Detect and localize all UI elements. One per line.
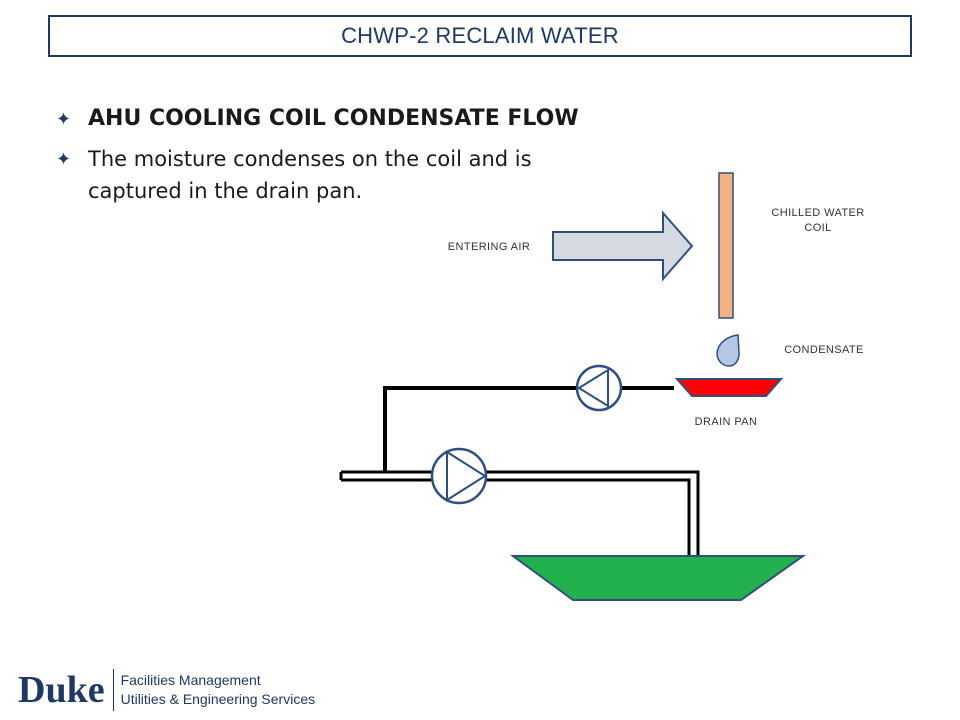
- footer: Duke Facilities Management Utilities & E…: [18, 668, 315, 712]
- header-title-box: CHWP-2 RECLAIM WATER: [48, 15, 912, 57]
- chilled-water-coil: [718, 172, 734, 319]
- pump-icon: [430, 447, 488, 505]
- footer-line-2: Utilities & Engineering Services: [120, 691, 316, 707]
- entering-air-arrow-icon: [552, 210, 694, 282]
- footer-line-1: Facilities Management: [120, 672, 261, 688]
- bullet-text-heading: AHU COOLING COIL CONDENSATE FLOW: [88, 106, 579, 131]
- condensate-label: CONDENSATE: [784, 344, 864, 356]
- drain-pan: [674, 378, 784, 397]
- main-pipe-outer: [341, 470, 700, 558]
- chilled-water-coil-label-line1: CHILLED WATER: [771, 207, 865, 219]
- bullet-list: ✦ AHU COOLING COIL CONDENSATE FLOW ✦ The…: [52, 103, 612, 213]
- bullet-item: ✦ The moisture condenses on the coil and…: [52, 143, 612, 207]
- pump-icon: [575, 364, 623, 412]
- star-bullet-icon: ✦: [56, 109, 72, 130]
- star-bullet-icon: ✦: [56, 149, 72, 170]
- page-title: CHWP-2 RECLAIM WATER: [341, 23, 619, 48]
- chilled-water-coil-label-line2: COIL: [804, 222, 832, 234]
- footer-divider: [112, 669, 114, 711]
- water-drop-icon: [716, 334, 740, 367]
- bullet-item: ✦ AHU COOLING COIL CONDENSATE FLOW: [52, 103, 612, 137]
- duke-logo: Duke: [18, 669, 105, 711]
- upper-pipe: [383, 386, 674, 472]
- entering-air-label: ENTERING AIR: [447, 241, 531, 253]
- drain-pan-label: DRAIN PAN: [694, 416, 758, 428]
- main-pipe-inner: [341, 478, 691, 558]
- reclaim-water-tank: [509, 555, 807, 601]
- bullet-text-description: The moisture condenses on the coil and i…: [88, 147, 532, 203]
- footer-text: Facilities Management Utilities & Engine…: [121, 671, 316, 709]
